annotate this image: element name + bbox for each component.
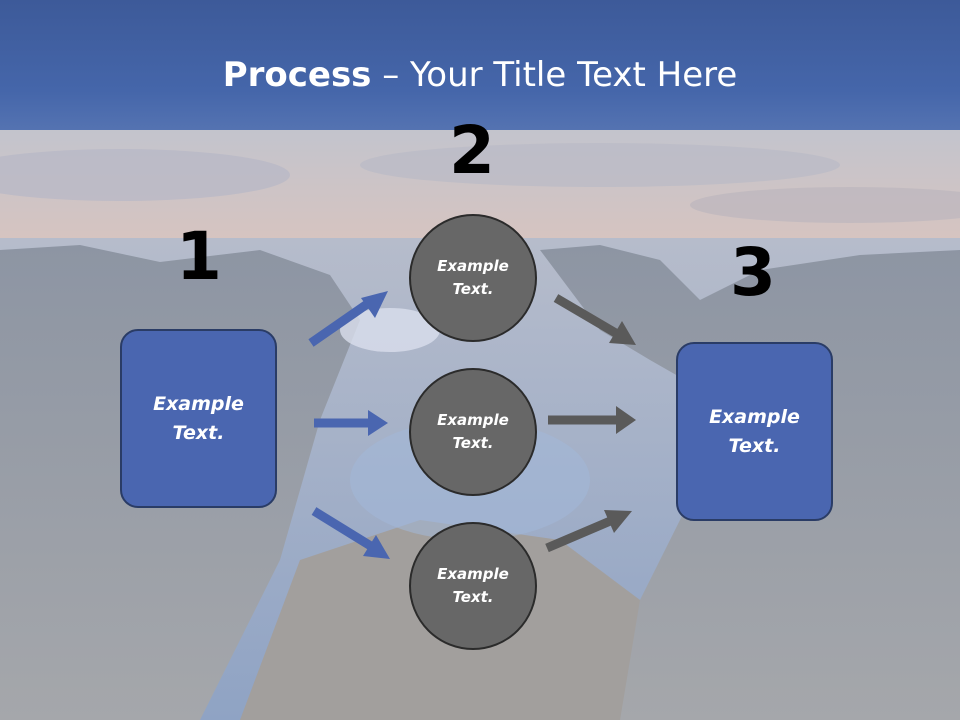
step-number-3: 3 [730,234,776,311]
middle-circle: Example Text. [409,368,537,496]
right-box-label: Example Text. [709,405,800,457]
slide-title: Process – Your Title Text Here [0,52,960,98]
middle-circle-label: Example Text. [437,411,509,452]
bottom-circle: Example Text. [409,522,537,650]
top-circle: Example Text. [409,214,537,342]
left-box-label: Example Text. [153,392,244,444]
title-band [0,0,960,130]
title-rest: – Your Title Text Here [371,55,738,95]
title-bold: Process [222,55,372,95]
bottom-circle-label: Example Text. [437,565,509,606]
step-number-1: 1 [176,218,222,295]
top-circle-label: Example Text. [437,257,509,298]
right-box: Example Text. [676,342,833,521]
step-number-2: 2 [449,112,495,189]
left-box: Example Text. [120,329,277,508]
